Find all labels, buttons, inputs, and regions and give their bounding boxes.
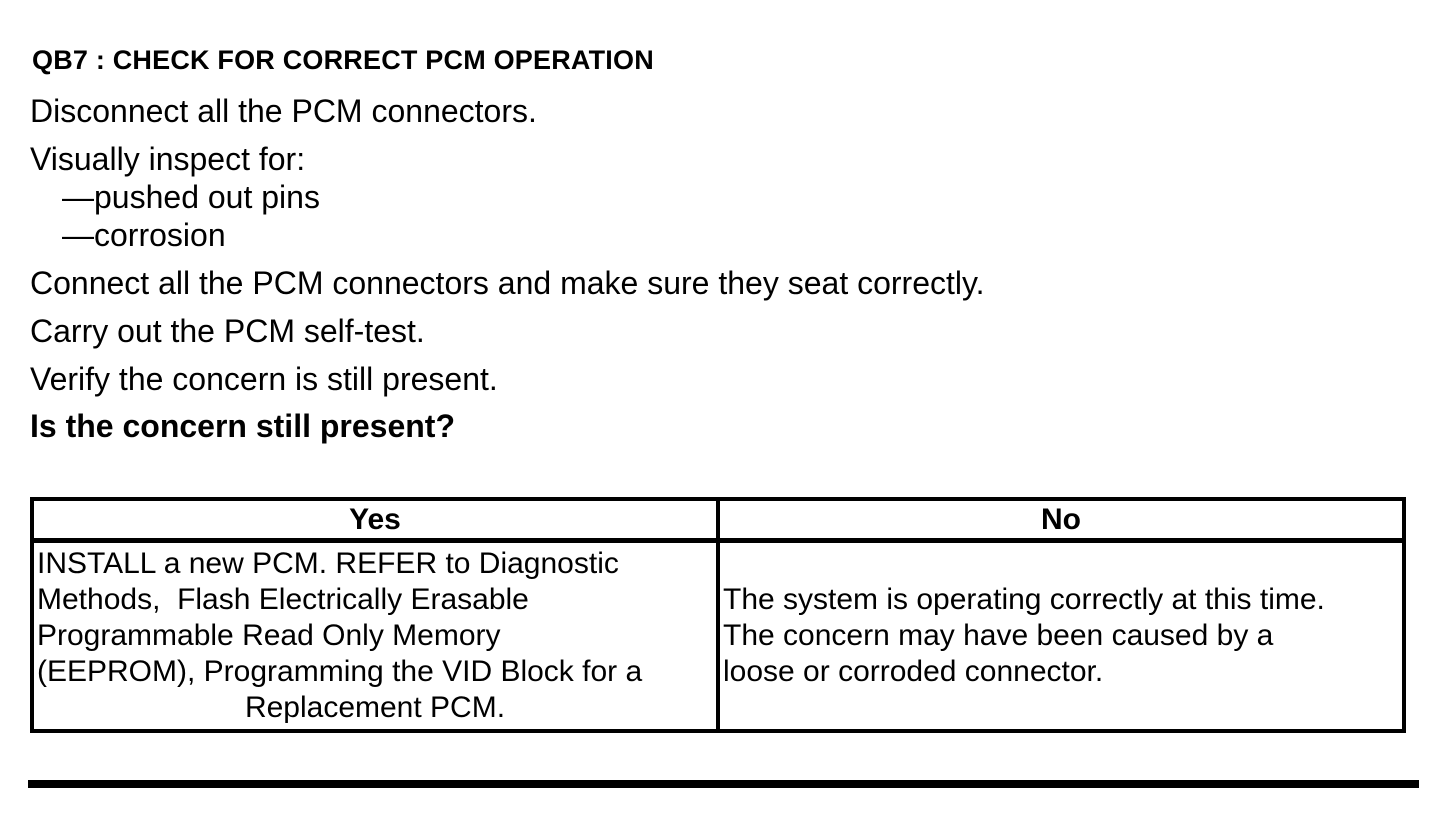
step-question: Is the concern still present? <box>30 408 455 444</box>
results-action-row: INSTALL a new PCM. REFER to Diagnostic M… <box>30 538 1406 733</box>
inspect-item-corrosion: —corrosion <box>62 217 226 253</box>
pinpoint-test-step: QB7 : CHECK FOR CORRECT PCM OPERATION Di… <box>30 46 1456 733</box>
step-disconnect: Disconnect all the PCM connectors. <box>30 93 537 129</box>
inspect-list: —pushed out pins —corrosion <box>30 178 1456 254</box>
yes-action-last-line: Replacement PCM. <box>244 691 506 724</box>
results-header-row: Yes No <box>30 497 1406 543</box>
no-column-header: No <box>716 497 1406 543</box>
no-action-line: The system is operating correctly at thi… <box>723 583 1325 616</box>
step-inspect: Visually inspect for: <box>30 141 306 177</box>
inspect-item-pins: —pushed out pins <box>62 179 320 215</box>
yes-action-cell: INSTALL a new PCM. REFER to Diagnostic M… <box>30 538 720 733</box>
no-action-line: The concern may have been caused by a <box>723 619 1274 652</box>
results-table: Yes No INSTALL a new PCM. REFER to Diagn… <box>30 497 1406 733</box>
page-bottom-rule <box>28 780 1419 788</box>
no-action-cell: The system is operating correctly at thi… <box>716 538 1406 733</box>
no-action-line: loose or corroded connector. <box>723 655 1104 688</box>
step-verify: Verify the concern is still present. <box>30 361 498 397</box>
yes-column-header: Yes <box>30 497 720 543</box>
yes-action-line: Methods, Flash Electrically Erasable <box>37 583 529 616</box>
yes-action-line: INSTALL a new PCM. REFER to Diagnostic <box>37 547 619 580</box>
step-connect: Connect all the PCM connectors and make … <box>30 265 985 301</box>
yes-action-line: (EEPROM), Programming the VID Block for … <box>37 655 643 688</box>
step-heading: QB7 : CHECK FOR CORRECT PCM OPERATION <box>32 45 654 75</box>
step-selftest: Carry out the PCM self-test. <box>30 313 425 349</box>
yes-action-line: Programmable Read Only Memory <box>37 619 501 652</box>
